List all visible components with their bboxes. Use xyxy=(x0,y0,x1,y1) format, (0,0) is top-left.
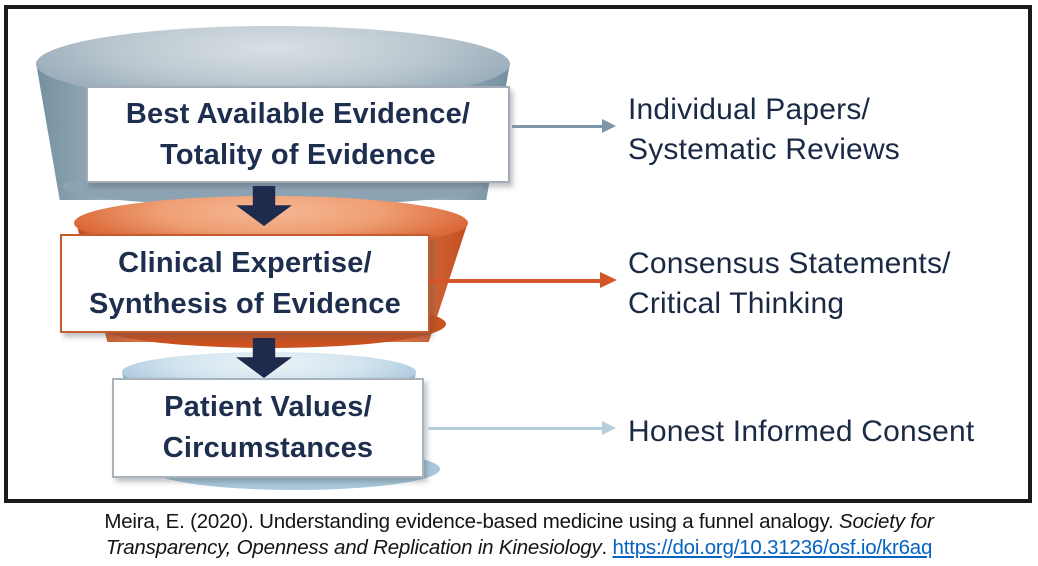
doi-link[interactable]: https://doi.org/10.31236/osf.io/kr6aq xyxy=(612,536,933,559)
funnel-box-patient-values: Patient Values/ Circumstances xyxy=(112,378,424,478)
label-line: Critical Thinking xyxy=(628,287,845,320)
label-individual-papers: Individual Papers/ Systematic Reviews xyxy=(628,90,900,170)
citation-text: . xyxy=(601,536,613,559)
funnel-box-line: Patient Values/ xyxy=(164,391,372,423)
funnel-box-line: Synthesis of Evidence xyxy=(88,287,402,320)
funnel-box-line: Totality of Evidence xyxy=(160,138,436,171)
label-line: Consensus Statements/ xyxy=(628,247,951,280)
connector-arrow-top xyxy=(512,125,604,128)
funnel-box-clinical-expertise: Clinical Expertise/ Synthesis of Evidenc… xyxy=(60,234,430,333)
citation: Meira, E. (2020). Understanding evidence… xyxy=(0,509,1038,561)
funnel-box-best-available-evidence: Best Available Evidence/ Totality of Evi… xyxy=(86,86,510,183)
label-line: Honest Informed Consent xyxy=(628,415,975,448)
label-line: Individual Papers/ xyxy=(628,93,871,126)
connector-arrow-middle xyxy=(430,279,602,283)
arrowhead-icon xyxy=(600,272,617,288)
citation-text: Meira, E. (2020). Understanding evidence… xyxy=(104,510,839,533)
connector-arrow-bottom xyxy=(428,427,604,430)
label-line: Systematic Reviews xyxy=(628,133,901,166)
citation-line-2: Transparency, Openness and Replication i… xyxy=(0,535,1038,561)
citation-journal-italic: Society for xyxy=(838,510,934,533)
funnel-box-line: Clinical Expertise/ xyxy=(118,246,372,279)
citation-line-1: Meira, E. (2020). Understanding evidence… xyxy=(0,509,1038,535)
citation-journal-italic: Transparency, Openness and Replication i… xyxy=(105,536,602,559)
label-honest-informed-consent: Honest Informed Consent xyxy=(628,412,974,452)
funnel-box-line: Circumstances xyxy=(162,432,374,464)
arrowhead-icon xyxy=(602,421,616,435)
label-consensus-statements: Consensus Statements/ Critical Thinking xyxy=(628,244,951,324)
arrowhead-icon xyxy=(602,119,616,133)
funnel-box-line: Best Available Evidence/ xyxy=(125,97,471,130)
